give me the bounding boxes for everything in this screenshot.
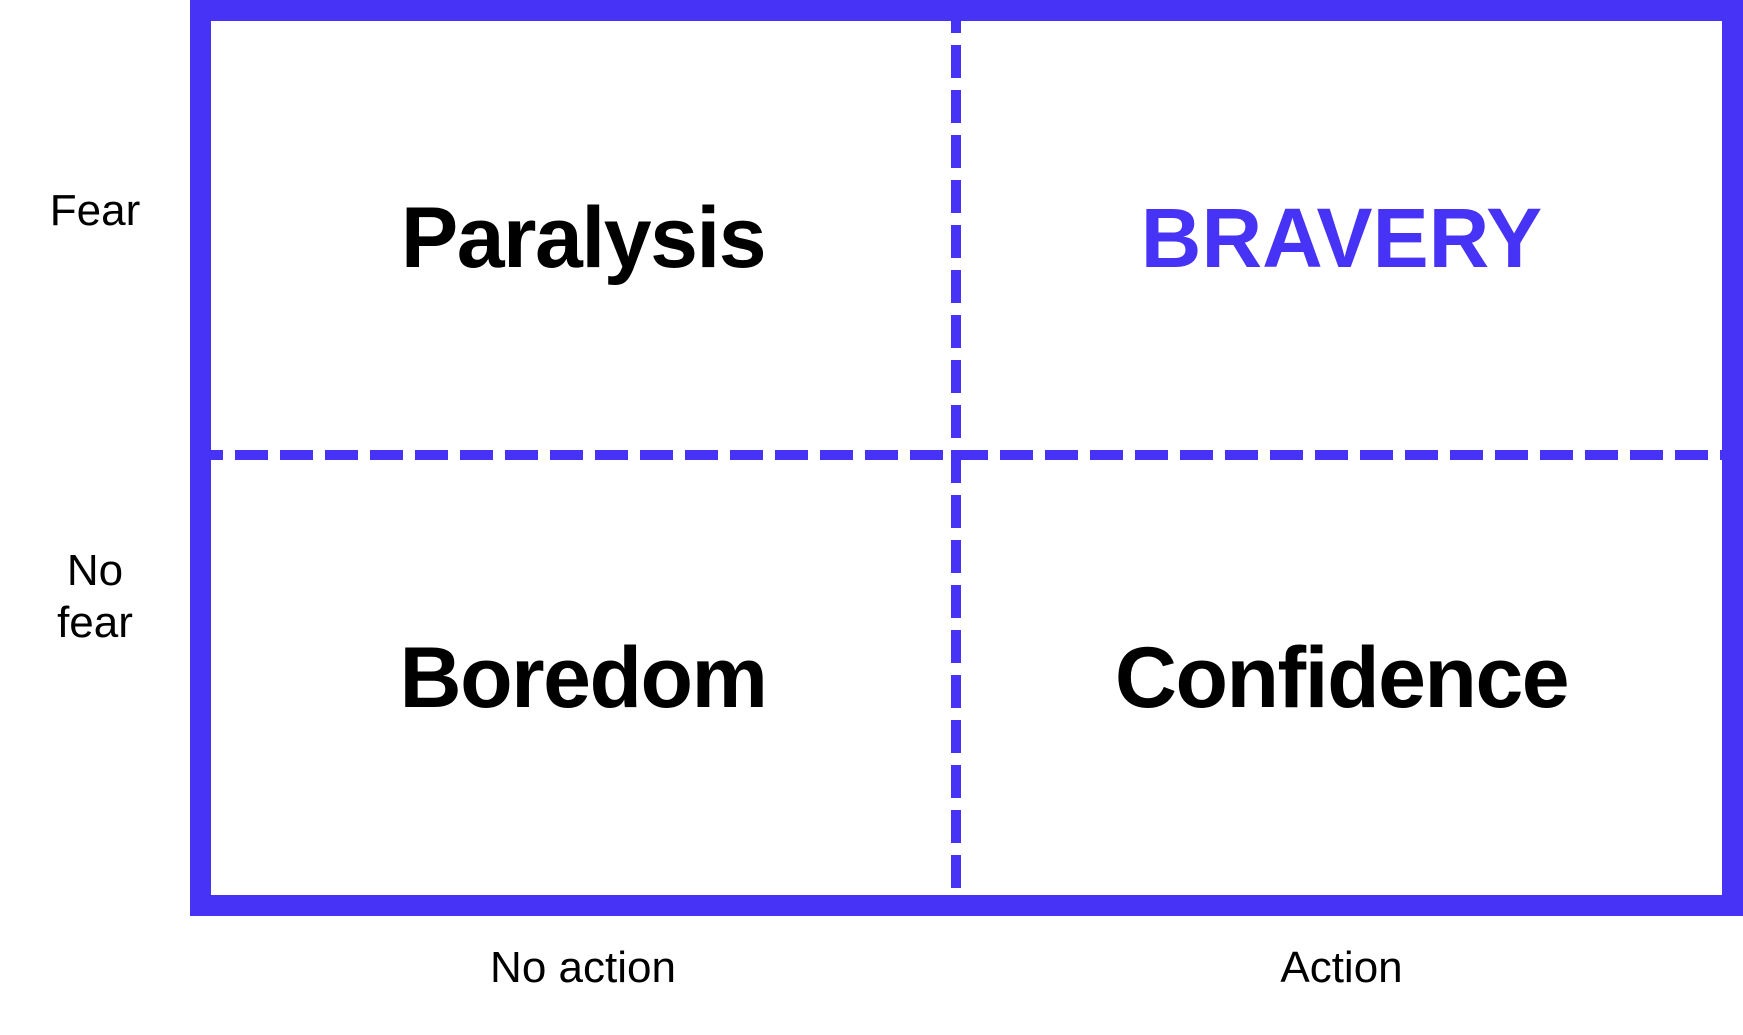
quadrant-bravery[interactable]: BRAVERY bbox=[961, 21, 1722, 455]
quadrant-label-confidence: Confidence bbox=[1114, 629, 1570, 726]
quadrant-label-boredom: Boredom bbox=[399, 629, 768, 726]
x-axis-label-no-action: No action bbox=[490, 943, 676, 992]
quadrant-boredom[interactable]: Boredom bbox=[211, 461, 955, 895]
quadrant-label-bravery: BRAVERY bbox=[1140, 190, 1543, 285]
x-axis-label-action: Action bbox=[1280, 943, 1403, 992]
quadrant-paralysis[interactable]: Paralysis bbox=[211, 21, 955, 455]
y-axis-label-fear: Fear bbox=[49, 186, 141, 235]
quadrant-label-paralysis: Paralysis bbox=[400, 189, 767, 286]
quadrant-confidence[interactable]: Confidence bbox=[961, 461, 1722, 895]
y-axis-label-no-fear: No fear bbox=[57, 546, 133, 647]
